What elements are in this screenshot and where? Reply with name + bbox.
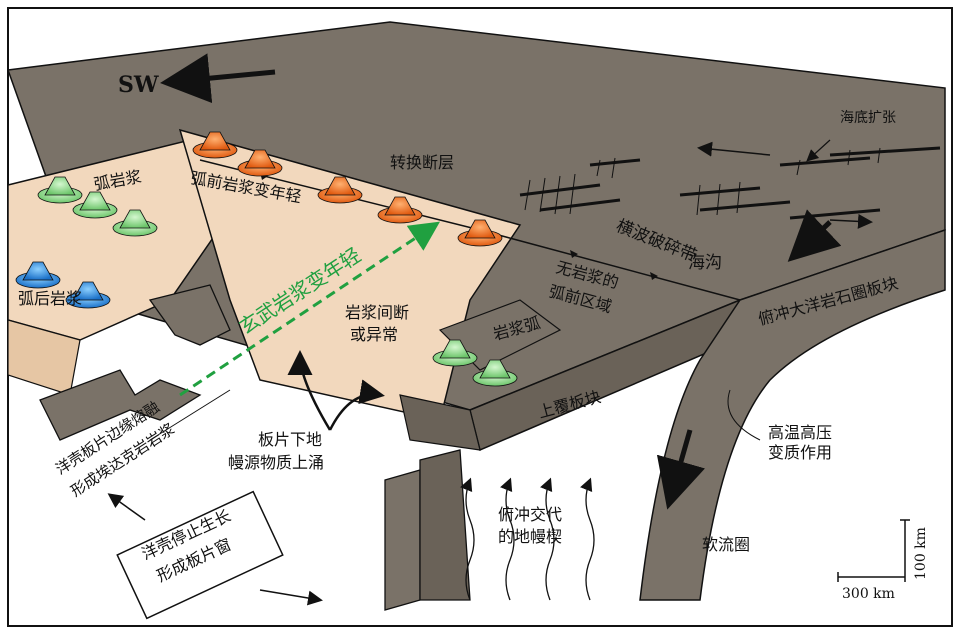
slab-down-arrow [656,429,706,510]
window-pointer-right [259,589,323,606]
volcano-icon [457,219,503,247]
hthp-label-1: 高温高压 [768,423,832,442]
volcano-icon [237,149,283,177]
transform-ticks [524,147,881,216]
hthp-label-2: 变质作用 [768,443,832,462]
asthenosphere-label: 软流圈 [702,535,750,554]
magma-gap-label-1: 岩浆间断 [345,303,409,322]
upwelling-label-1: 板片下地 [258,430,322,449]
mantle-wedge-label-2: 的地幔楔 [498,527,562,546]
volcano-icon [37,176,83,204]
volcano-icon [192,131,238,159]
volcano-icon [65,281,111,309]
forearc-volcanoes [192,131,503,247]
slab-window-box [116,490,284,620]
scale-bar [837,519,910,582]
overriding-plate-side [399,394,481,451]
hthp-pointer [727,389,761,441]
volcano-icon [317,176,363,204]
subducting-slab [639,228,946,601]
slab-fragment-mid [148,284,231,346]
backarc-volcanoes [15,261,111,309]
upwelling-arrow-right [328,379,385,431]
volcano-icon [15,261,61,289]
volcano-icon [472,359,518,387]
transform-fault-label: 转换断层 [390,153,454,172]
window-pointer-left [107,493,146,521]
scale-horizontal-label: 300 km [842,586,895,602]
trench-label-2: 海沟 [688,253,722,273]
sw-arrow [160,53,276,104]
volcano-icon [432,339,478,367]
plate-motion-arrow [787,209,842,262]
slab-fragment-left [39,369,202,441]
upwelling-label-2: 幔源物质上涌 [228,453,324,472]
volcano-icon [377,196,423,224]
slab-fragment-lower [384,469,421,611]
mantle-wedge-arrows [460,477,595,601]
upwelling-arrow-left [287,350,332,431]
magma-gap-label-2: 或异常 [350,325,398,344]
scale-vertical-label: 100 km [913,527,929,580]
spreading-arrow-left [697,141,771,157]
volcano-icon [112,209,158,237]
basalt-trend-arrow [179,221,440,397]
arc-volcanoes [37,176,518,387]
melt-pointer [149,389,231,441]
volcano-icon [72,191,118,219]
mantle-wedge-label-1: 俯冲交代 [498,505,562,524]
backarc-magma-label: 弧后岩浆 [18,289,82,308]
direction-label: SW [118,72,159,98]
spreading-pointer [806,139,831,162]
spreading-label: 海底扩张 [840,110,896,126]
